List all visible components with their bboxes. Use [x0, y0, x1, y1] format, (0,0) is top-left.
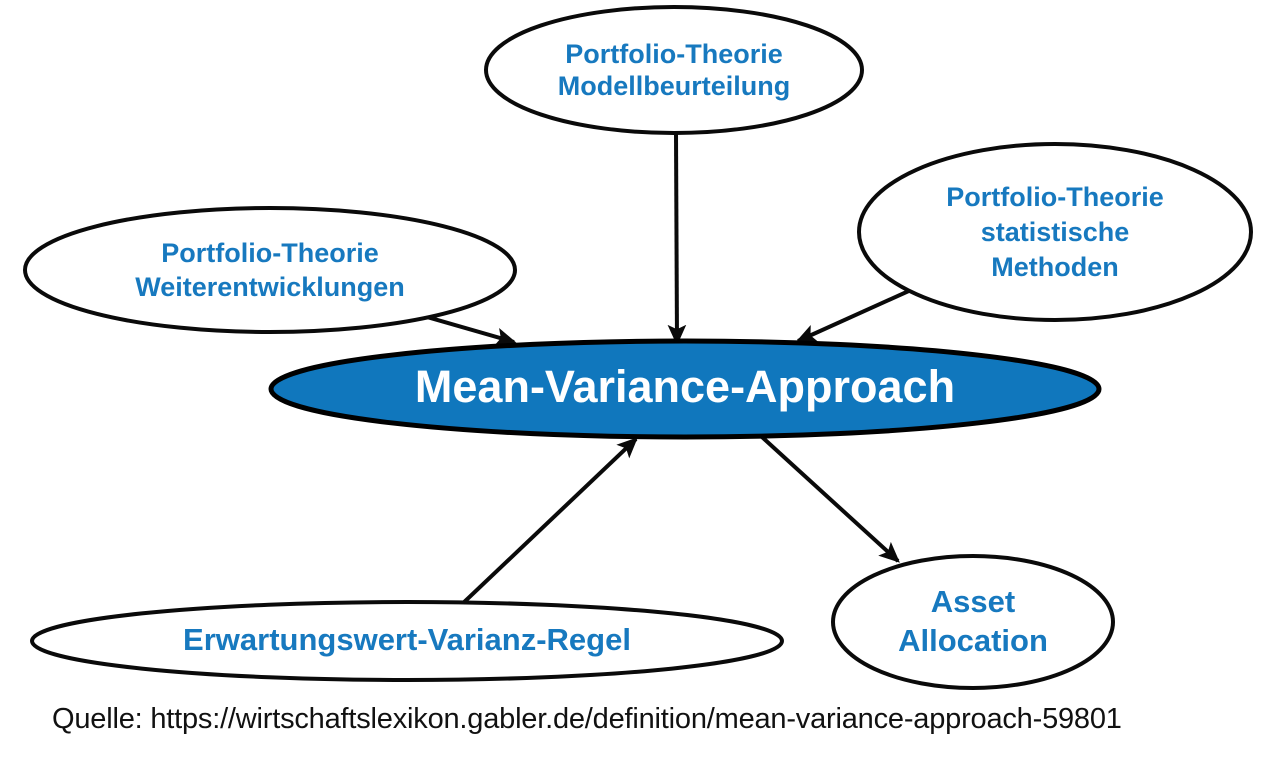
edge-right-to-center [795, 283, 923, 343]
edge-top-to-center [667, 132, 687, 346]
node-shape[interactable] [857, 142, 1253, 322]
edge-bottom-left-to-center [458, 437, 638, 608]
node-portfolio-theorie-weiterentwicklungen[interactable]: Portfolio-Theorie Weiterentwicklungen [23, 206, 517, 334]
node-label-line-2: statistische [981, 217, 1130, 247]
node-label-line-2: Weiterentwicklungen [135, 272, 405, 302]
node-label-line-1: Erwartungswert-Varianz-Regel [183, 622, 631, 657]
node-label-line-1: Portfolio-Theorie [565, 39, 783, 69]
node-portfolio-theorie-modellbeurteilung[interactable]: Portfolio-Theorie Modellbeurteilung [484, 5, 864, 135]
node-label-line-1: Portfolio-Theorie [161, 238, 379, 268]
node-shape[interactable] [484, 5, 864, 135]
node-label-center: Mean-Variance-Approach [415, 361, 955, 412]
node-portfolio-theorie-statistische-methoden[interactable]: Portfolio-Theorie statistische Methoden [857, 142, 1253, 322]
node-label-line-2: Allocation [898, 623, 1048, 658]
source-caption: Quelle: https://wirtschaftslexikon.gable… [52, 703, 1122, 735]
node-shape[interactable] [23, 206, 517, 334]
node-label-line-2: Modellbeurteilung [558, 71, 791, 101]
node-shape[interactable] [30, 600, 784, 682]
node-mean-variance-approach[interactable]: Mean-Variance-Approach [268, 338, 1102, 440]
node-shape[interactable] [831, 554, 1115, 690]
node-shape-highlighted[interactable] [268, 338, 1102, 440]
node-label-line-1: Asset [931, 584, 1015, 619]
edge-center-to-asset-allocation [760, 435, 900, 563]
node-label-line-1: Portfolio-Theorie [946, 182, 1164, 212]
node-asset-allocation[interactable]: Asset Allocation [831, 554, 1115, 690]
node-label-line-3: Methoden [991, 252, 1119, 282]
node-erwartungswert-varianz-regel[interactable]: Erwartungswert-Varianz-Regel [30, 600, 784, 682]
